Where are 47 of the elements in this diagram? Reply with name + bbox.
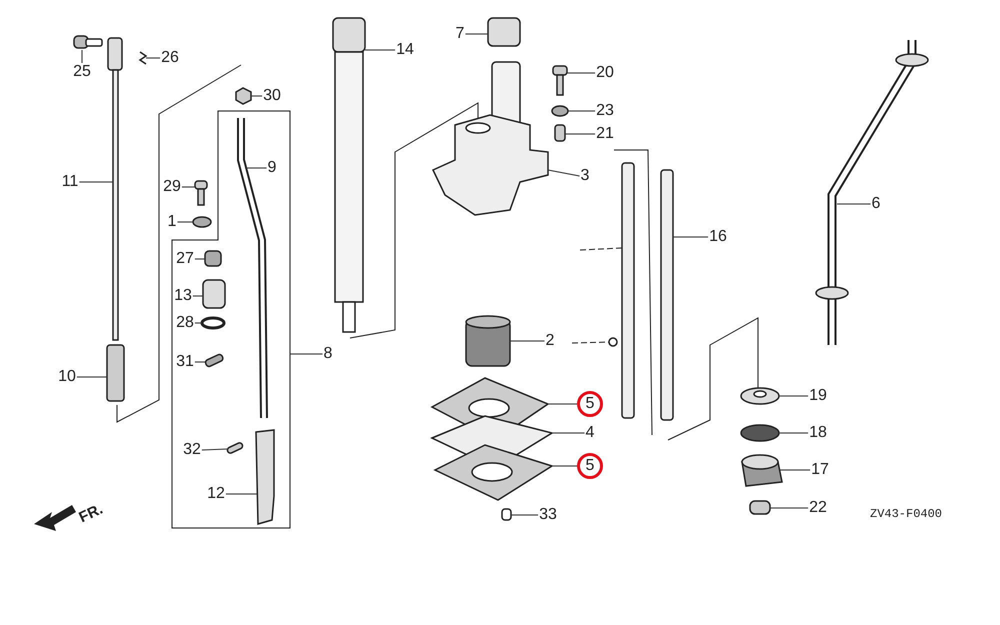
callout-number: 23: [595, 102, 615, 120]
callout-number: 5: [577, 453, 603, 479]
callout-number: 28: [175, 314, 195, 332]
leader-line: [76, 376, 108, 378]
callout-number: 13: [173, 287, 193, 305]
leader-line: [548, 170, 580, 176]
leader-line: [510, 514, 539, 516]
callout-number: 6: [870, 195, 882, 213]
callout-number: 8: [322, 345, 334, 363]
leader-line: [201, 448, 228, 450]
callout-number: 25: [72, 63, 92, 81]
callout-number: 2: [544, 332, 556, 350]
leader-line: [194, 258, 206, 260]
callout-number: 33: [538, 506, 558, 524]
callout-number: 9: [266, 159, 278, 177]
callout-number: 18: [808, 424, 828, 442]
callout-number: 11: [60, 173, 80, 191]
callout-number: 32: [182, 441, 202, 459]
callout-number: 10: [57, 368, 77, 386]
callout-number: 30: [262, 87, 282, 105]
callout-number: 3: [580, 167, 590, 185]
callout-number: 14: [395, 41, 415, 59]
callout-number: 22: [808, 499, 828, 517]
leader-line: [510, 340, 546, 342]
callout-number: 21: [595, 125, 615, 143]
leader-line: [778, 432, 809, 434]
drawing-code: ZV43-F0400: [870, 507, 942, 521]
leader-line: [552, 432, 586, 434]
leader-line: [566, 72, 596, 74]
callout-number: 5: [577, 391, 603, 417]
callout-number: 26: [160, 49, 180, 67]
callout-number: 12: [206, 485, 226, 503]
direction-label: FR.: [76, 500, 106, 526]
callout-number: 20: [595, 64, 615, 82]
callout-number: 17: [810, 461, 830, 479]
leader-line: [568, 110, 596, 112]
callout-number: 29: [162, 178, 182, 196]
callout-number: 1: [166, 213, 178, 231]
callout-number: 4: [584, 424, 596, 442]
callout-number: 31: [175, 353, 195, 371]
callout-number: 16: [708, 228, 728, 246]
callout-number: 19: [808, 387, 828, 405]
callout-number: 7: [454, 25, 466, 43]
leader-line: [181, 186, 196, 188]
leader-line: [194, 322, 202, 324]
callout-number: 27: [175, 250, 195, 268]
leader-line: [672, 236, 709, 238]
